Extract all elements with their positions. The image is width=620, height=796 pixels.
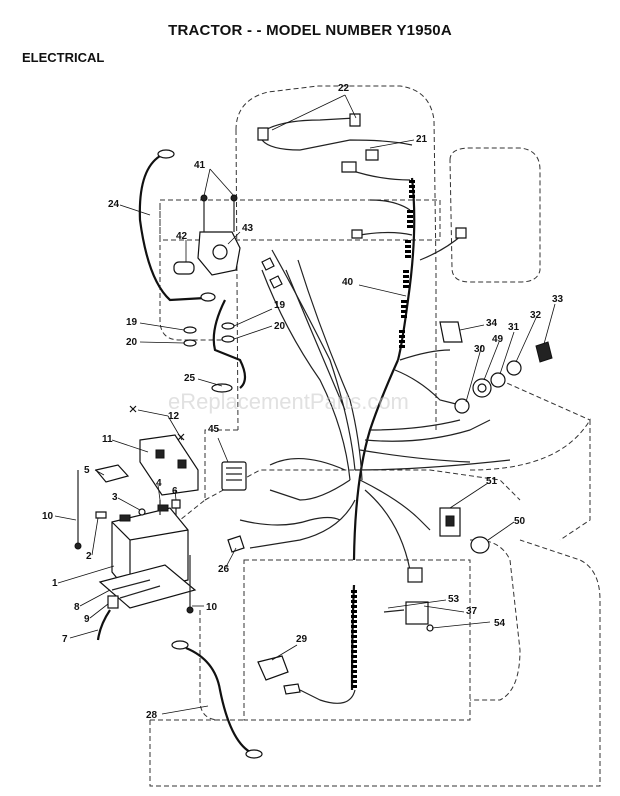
callout-10b: 10 bbox=[206, 602, 218, 613]
callout-10a: 10 bbox=[42, 511, 54, 522]
callout-28: 28 bbox=[146, 710, 158, 721]
callout-labels: 22 21 41 24 42 43 40 19 19 20 20 25 12 3… bbox=[42, 83, 564, 721]
callout-49: 49 bbox=[492, 334, 504, 345]
ground-cable bbox=[171, 640, 263, 759]
battery-assembly bbox=[74, 405, 199, 641]
callout-11: 11 bbox=[102, 434, 113, 445]
callout-40: 40 bbox=[342, 277, 354, 288]
callout-20a: 20 bbox=[126, 337, 138, 348]
callout-42: 42 bbox=[176, 231, 188, 242]
tractor-outline bbox=[149, 85, 601, 787]
callout-22: 22 bbox=[338, 83, 350, 94]
callout-43: 43 bbox=[242, 223, 254, 234]
callout-32: 32 bbox=[530, 310, 542, 321]
callout-2: 2 bbox=[86, 551, 92, 562]
callout-37: 37 bbox=[466, 606, 478, 617]
solenoid-assembly bbox=[138, 149, 283, 393]
switch-components bbox=[221, 321, 553, 695]
callout-31: 31 bbox=[508, 322, 520, 333]
callout-20b: 20 bbox=[274, 321, 286, 332]
callout-9: 9 bbox=[84, 614, 90, 625]
callout-7: 7 bbox=[62, 634, 68, 645]
callout-6: 6 bbox=[172, 486, 178, 497]
callout-53: 53 bbox=[448, 594, 460, 605]
headlight-harness bbox=[257, 113, 467, 261]
watermark-text: eReplacementParts.com bbox=[168, 389, 409, 414]
callout-21: 21 bbox=[416, 134, 428, 145]
callout-19a: 19 bbox=[126, 317, 138, 328]
callout-19b: 19 bbox=[274, 300, 286, 311]
callout-1: 1 bbox=[52, 578, 58, 589]
callout-54: 54 bbox=[494, 618, 506, 629]
callout-34: 34 bbox=[486, 318, 498, 329]
callout-51: 51 bbox=[486, 476, 498, 487]
callout-3: 3 bbox=[112, 492, 118, 503]
callout-12: 12 bbox=[168, 411, 180, 422]
callout-30: 30 bbox=[474, 344, 486, 355]
callout-5: 5 bbox=[84, 465, 90, 476]
section-heading: ELECTRICAL bbox=[22, 50, 105, 65]
callout-26: 26 bbox=[218, 564, 230, 575]
callout-41: 41 bbox=[194, 160, 206, 171]
page-title: TRACTOR - - MODEL NUMBER Y1950A bbox=[168, 22, 452, 39]
wiring-harness bbox=[239, 177, 511, 704]
callout-25: 25 bbox=[184, 373, 196, 384]
callout-4: 4 bbox=[156, 478, 162, 489]
callout-45: 45 bbox=[208, 424, 220, 435]
leader-lines bbox=[54, 94, 556, 715]
callout-50: 50 bbox=[514, 516, 526, 527]
callout-8: 8 bbox=[74, 602, 80, 613]
callout-24: 24 bbox=[108, 199, 120, 210]
callout-33: 33 bbox=[552, 294, 564, 305]
callout-29: 29 bbox=[296, 634, 308, 645]
